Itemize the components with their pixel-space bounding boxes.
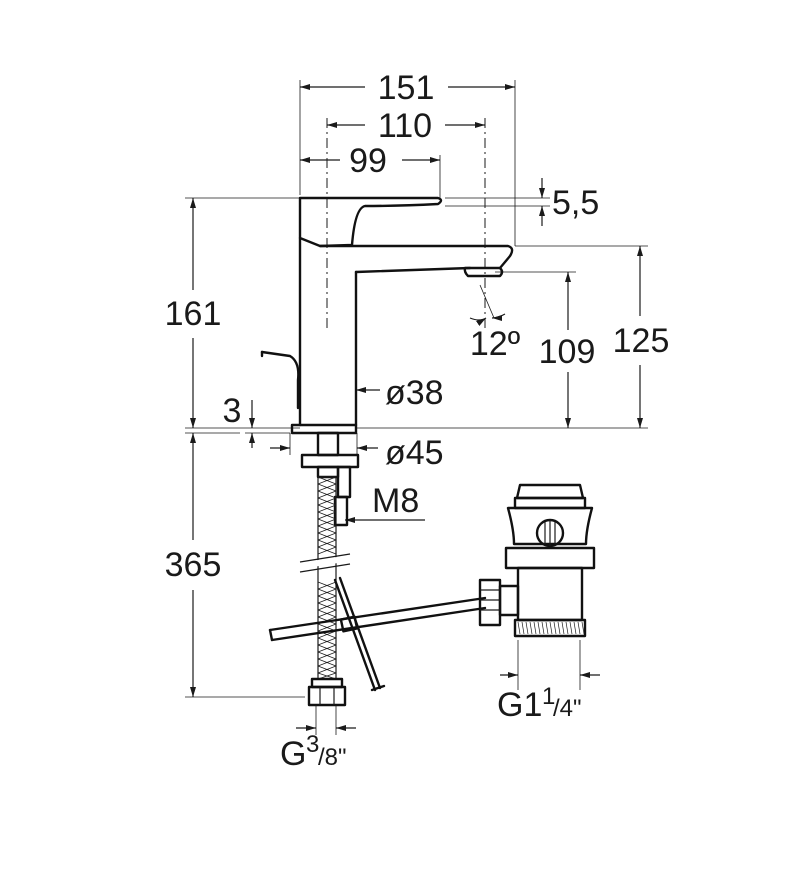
- dim-109: 109: [495, 271, 596, 428]
- dim-161-label: 161: [165, 295, 222, 333]
- dim-dia-45-label: ø45: [385, 434, 444, 472]
- flexible-hose: [299, 476, 351, 707]
- dim-5-5-label: 5,5: [552, 184, 599, 222]
- dim-99: 99: [300, 142, 441, 198]
- mounting-hardware: [300, 431, 360, 527]
- dim-g-3-8: G 3 /8": [280, 705, 356, 773]
- dim-3: 3: [223, 392, 290, 448]
- dim-dia-38: ø38: [356, 374, 444, 412]
- dim-dia-38-label: ø38: [385, 374, 444, 412]
- dim-125-label: 125: [613, 322, 670, 360]
- dim-161: 161: [165, 197, 300, 429]
- waste-g-label: G1: [497, 686, 542, 724]
- dim-dia-45: ø45: [270, 433, 444, 472]
- dim-12-deg: 12º: [469, 284, 520, 363]
- dim-99-label: 99: [349, 142, 387, 180]
- dim-g1-1-4: G1 1 /4": [497, 640, 600, 724]
- dim-12-label: 12º: [470, 325, 520, 363]
- dim-m8: M8: [345, 482, 425, 523]
- waste-frac-den: /4": [553, 695, 582, 722]
- dim-365: 365: [165, 432, 305, 698]
- dim-365-label: 365: [165, 546, 222, 584]
- dim-3-label: 3: [223, 392, 242, 430]
- dim-5-5: 5,5: [445, 178, 599, 226]
- dim-151-label: 151: [378, 69, 435, 107]
- dim-m8-label: M8: [372, 482, 419, 520]
- waste-frac-num: 1: [542, 683, 555, 710]
- inlet-g-label: G: [280, 735, 306, 773]
- dim-110-label: 110: [378, 107, 432, 145]
- inlet-frac-den: /8": [318, 744, 347, 771]
- dim-109-label: 109: [539, 333, 596, 371]
- dim-151: 151: [299, 69, 516, 246]
- dim-110: 110: [326, 107, 486, 330]
- waste-valve: [478, 483, 596, 638]
- pull-rod-linkage: [268, 576, 487, 692]
- inlet-frac-num: 3: [306, 731, 319, 758]
- dim-125: 125: [355, 245, 670, 429]
